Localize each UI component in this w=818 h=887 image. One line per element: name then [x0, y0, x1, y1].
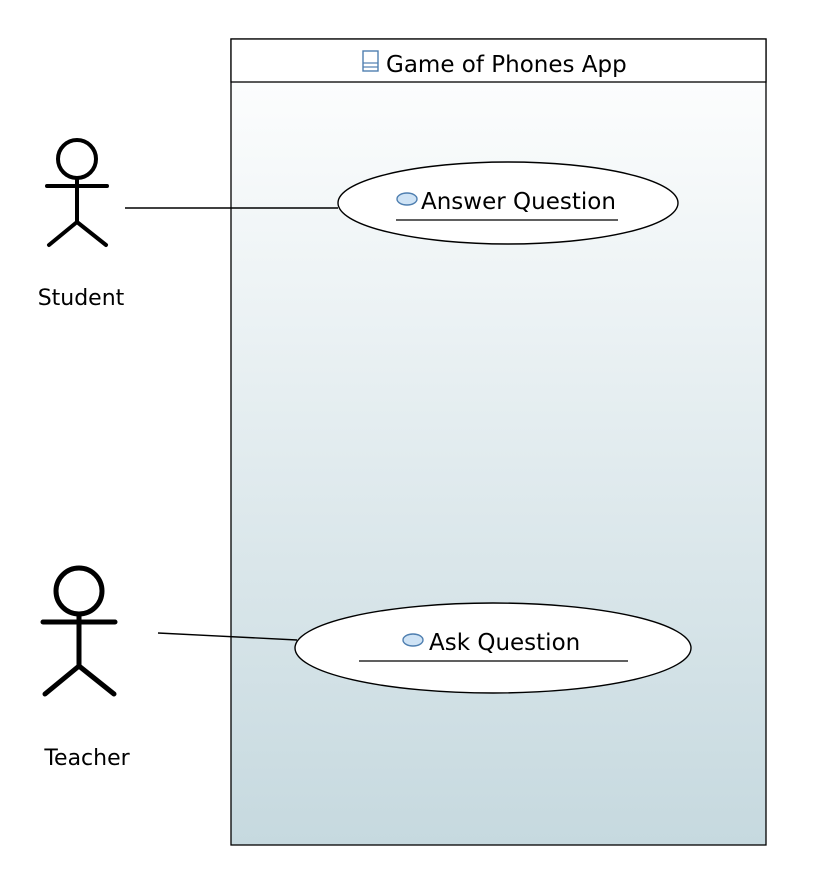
subsystem-icon	[362, 50, 379, 72]
stick-figure-icon	[45, 138, 109, 247]
system-title: Game of Phones App	[386, 52, 627, 78]
actor-label: Teacher	[43, 746, 130, 771]
association-teacher-ask[interactable]	[157, 632, 298, 641]
use-case-icon	[402, 633, 424, 647]
use-case-ask-question[interactable]: Ask Question	[294, 602, 692, 694]
actor-teacher[interactable]: Teacher	[40, 565, 131, 771]
system-boundary[interactable]: Game of Phones App	[230, 38, 767, 846]
use-case-label: Ask Question	[429, 630, 580, 656]
use-case-label: Answer Question	[421, 189, 616, 215]
actor-student[interactable]: Student	[38, 138, 125, 311]
use-case-answer-question[interactable]: Answer Question	[337, 161, 679, 245]
stick-figure-icon	[40, 565, 118, 697]
actor-label: Student	[38, 286, 125, 311]
use-case-icon	[396, 192, 418, 206]
